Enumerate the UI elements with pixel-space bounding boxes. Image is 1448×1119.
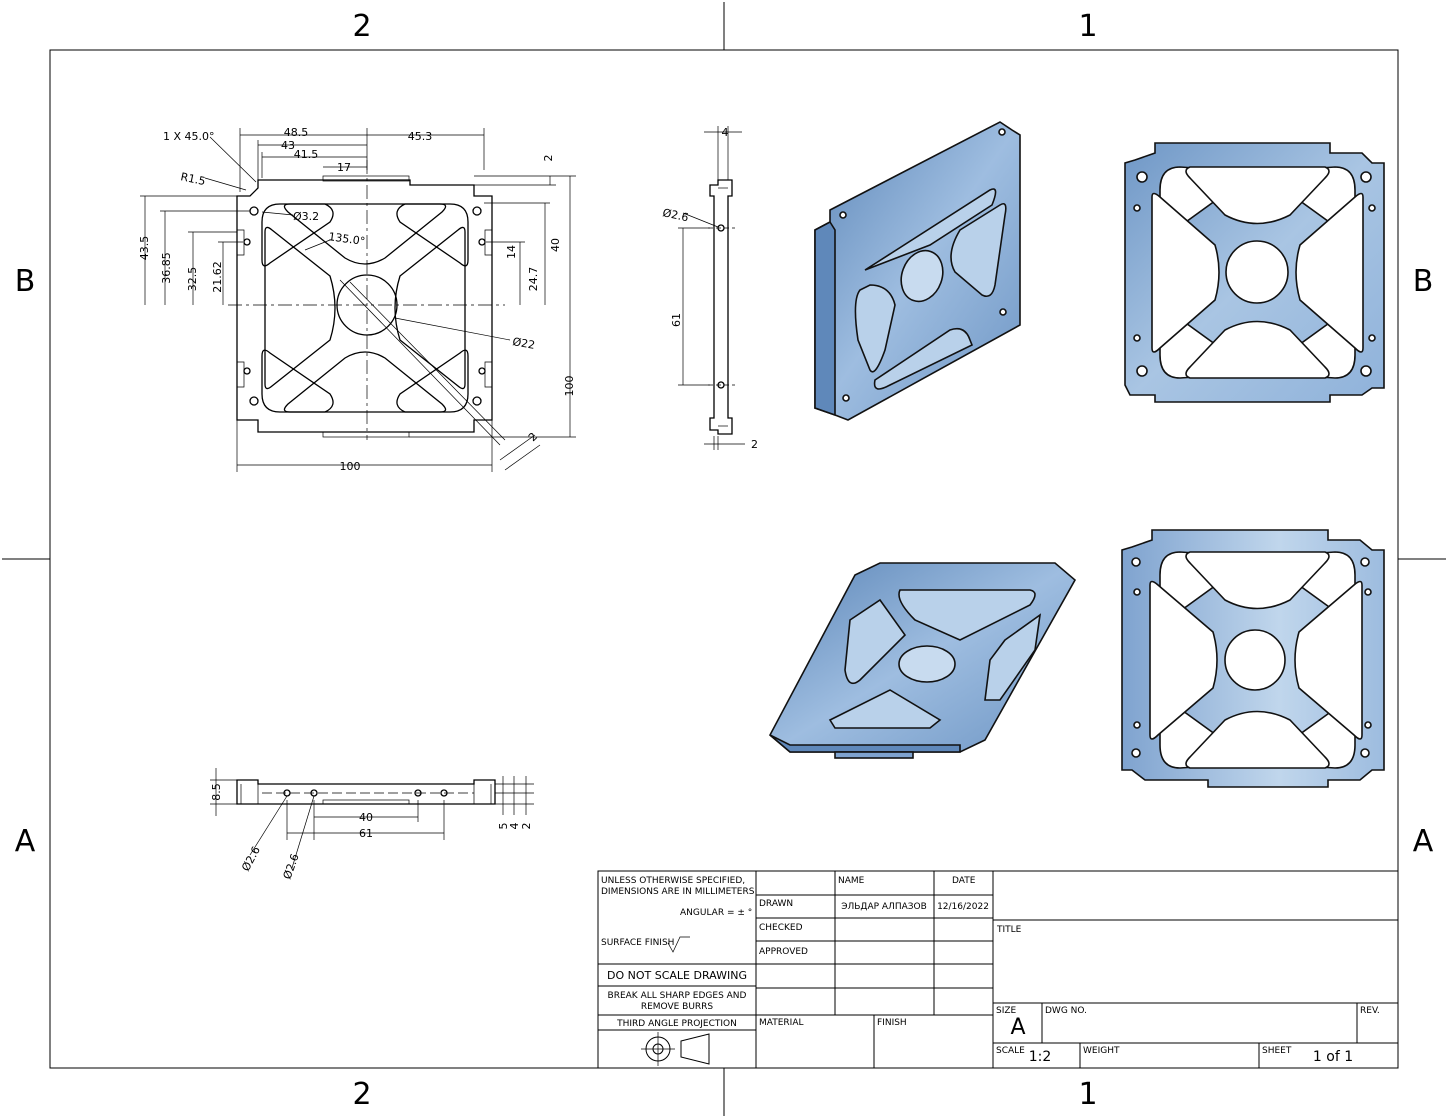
side-dim-2: 2 xyxy=(751,438,758,451)
bottom-dim-61: 61 xyxy=(359,827,373,840)
zone-right-a: A xyxy=(1413,824,1434,859)
notes-line-2: DIMENSIONS ARE IN MILLIMETERS xyxy=(601,887,755,897)
isometric-view-1 xyxy=(814,121,1021,421)
dim-24-7: 24.7 xyxy=(527,267,540,292)
rev-label: REV. xyxy=(1360,1006,1380,1016)
break-edges-line-1: BREAK ALL SHARP EDGES AND xyxy=(608,991,747,1001)
dim-r1-5: R1.5 xyxy=(179,170,206,188)
zone-bottom-2: 2 xyxy=(352,1077,371,1112)
side-dim-hole: Ø2.6 xyxy=(661,206,689,224)
face-view-1 xyxy=(1124,142,1385,403)
dim-center-hole: Ø22 xyxy=(511,335,536,352)
side-dim-4: 4 xyxy=(722,126,729,139)
dim-40: 40 xyxy=(549,238,562,252)
dim-32-5: 32.5 xyxy=(186,267,199,292)
sheet-value: 1 of 1 xyxy=(1313,1049,1353,1065)
approved-label: APPROVED xyxy=(759,947,808,957)
zone-top-2: 2 xyxy=(352,9,371,44)
bottom-dim-4: 4 xyxy=(508,823,521,830)
angular-tolerance: ANGULAR = ± ° xyxy=(680,908,752,918)
dwg-no-label: DWG NO. xyxy=(1045,1006,1087,1016)
zone-labels: 2 1 2 1 B A B A xyxy=(15,9,1434,1112)
zone-right-b: B xyxy=(1413,264,1434,299)
dim-43: 43 xyxy=(281,139,295,152)
drawn-date: 12/16/2022 xyxy=(937,902,989,912)
scale-value: 1:2 xyxy=(1029,1049,1052,1065)
bottom-view xyxy=(210,768,534,869)
surface-finish-symbol-icon xyxy=(667,936,690,953)
size-label: SIZE xyxy=(996,1006,1017,1016)
bottom-dim-40: 40 xyxy=(359,811,373,824)
zone-bottom-1: 1 xyxy=(1078,1077,1097,1112)
side-dim-61: 61 xyxy=(670,313,683,327)
drawn-label: DRAWN xyxy=(759,899,793,909)
dim-100-vertical: 100 xyxy=(563,376,576,397)
dim-21-62: 21.62 xyxy=(211,261,224,293)
finish-label: FINISH xyxy=(877,1018,907,1028)
dim-43-5: 43.5 xyxy=(138,236,151,261)
dim-hole-3-2: Ø3.2 xyxy=(293,210,319,223)
side-view-dimensions: 4 Ø2.6 61 2 xyxy=(661,126,758,451)
bottom-dim-5: 5 xyxy=(497,823,510,830)
dim-chamfer: 1 X 45.0° xyxy=(163,130,215,143)
front-view xyxy=(140,128,576,472)
sheet-label: SHEET xyxy=(1262,1046,1292,1056)
dim-36-85: 36.85 xyxy=(160,252,173,284)
col-name-label: NAME xyxy=(838,876,865,886)
zone-left-b: B xyxy=(15,264,36,299)
dim-2-top: 2 xyxy=(542,155,555,162)
drawn-name: ЭЛЬДАР АЛПАЗОВ xyxy=(841,902,927,912)
third-angle-projection-icon xyxy=(641,1032,710,1066)
bottom-dim-hole-b: Ø2.6 xyxy=(281,852,302,881)
notes-line-1: UNLESS OTHERWISE SPECIFIED, xyxy=(601,876,745,886)
dim-100-horizontal: 100 xyxy=(340,460,361,473)
weight-label: WEIGHT xyxy=(1083,1046,1120,1056)
break-edges-line-2: REMOVE BURRS xyxy=(641,1002,714,1012)
dim-angle-135: 135.0° xyxy=(328,230,366,248)
dim-48-5: 48.5 xyxy=(284,126,309,139)
zone-left-a: A xyxy=(15,824,36,859)
bottom-dim-8-5: 8.5 xyxy=(210,783,223,801)
zone-top-1: 1 xyxy=(1078,9,1097,44)
dim-45-3: 45.3 xyxy=(408,130,433,143)
bottom-dim-hole-a: Ø2.6 xyxy=(239,844,263,873)
dim-41-5: 41.5 xyxy=(294,148,319,161)
dim-17: 17 xyxy=(337,161,351,174)
title-block: UNLESS OTHERWISE SPECIFIED, DIMENSIONS A… xyxy=(597,870,1399,1069)
size-value: A xyxy=(1010,1015,1025,1040)
bottom-view-dimensions: 8.5 40 61 Ø2.6 Ø2.6 5 4 2 xyxy=(210,783,533,881)
do-not-scale-label: DO NOT SCALE DRAWING xyxy=(607,969,747,982)
material-label: MATERIAL xyxy=(759,1018,804,1028)
scale-label: SCALE xyxy=(996,1046,1025,1056)
isometric-view-2 xyxy=(768,562,1077,759)
checked-label: CHECKED xyxy=(759,923,803,933)
projection-label: THIRD ANGLE PROJECTION xyxy=(616,1019,737,1029)
bottom-dim-2: 2 xyxy=(520,823,533,830)
dim-14: 14 xyxy=(505,245,518,259)
front-view-dimensions: 1 X 45.0° 48.5 45.3 43 41.5 17 2 R1.5 Ø3… xyxy=(138,126,576,473)
col-date-label: DATE xyxy=(952,876,976,886)
side-view xyxy=(678,126,745,450)
surface-finish-label: SURFACE FINISH xyxy=(601,938,674,948)
face-view-2 xyxy=(1121,529,1385,788)
title-label: TITLE xyxy=(996,925,1022,935)
